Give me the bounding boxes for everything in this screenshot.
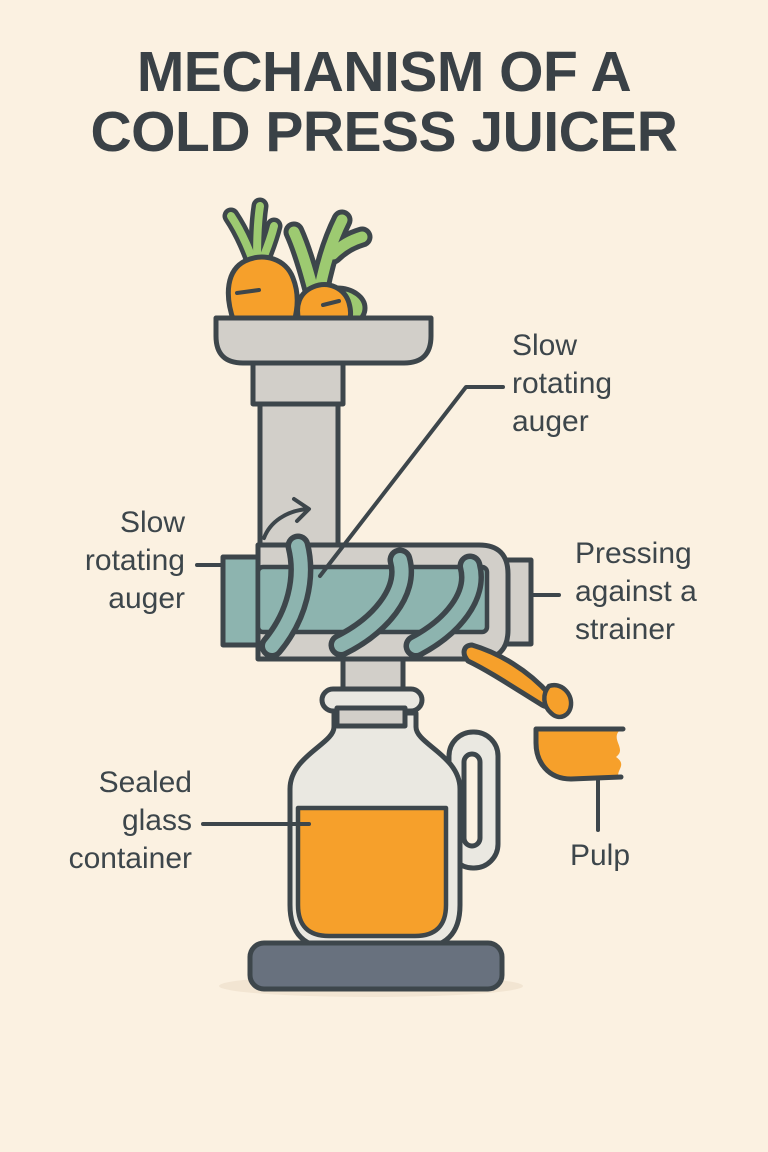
- page-title: MECHANISM OF A COLD PRESS JUICER: [0, 42, 768, 162]
- pulp-bowl: [533, 726, 626, 782]
- rotation-arrow-icon: [262, 497, 311, 540]
- auger-shaft-end: [220, 554, 261, 648]
- label-slow-rotating-auger-top: Slow rotating auger: [512, 329, 613, 438]
- carrots: [222, 197, 373, 331]
- leader-line-auger-top: [318, 385, 505, 578]
- feed-chute: [257, 399, 341, 555]
- carrot-icon: [225, 254, 300, 325]
- machine-base: [247, 940, 505, 992]
- pulp-droplet: [542, 682, 574, 720]
- title-line-1: MECHANISM OF A: [136, 40, 632, 104]
- label-pulp: Pulp: [569, 839, 631, 872]
- label-slow-rotating-auger-left: Slow rotating auger: [84, 506, 185, 615]
- hopper-tray: [213, 315, 434, 366]
- pulp-spout: [461, 642, 556, 710]
- title-line-2: COLD PRESS JUICER: [90, 100, 678, 164]
- label-pressing-against-strainer: Pressing against a strainer: [575, 537, 697, 646]
- juice: [295, 805, 449, 939]
- chute-neck: [250, 358, 346, 407]
- jar-handle-hole: [461, 751, 483, 849]
- label-sealed-glass-container: Sealed glass container: [68, 766, 192, 875]
- auger-screw: [220, 533, 490, 659]
- jar-mouth-plug: [334, 705, 408, 729]
- glass-jar: [287, 710, 501, 951]
